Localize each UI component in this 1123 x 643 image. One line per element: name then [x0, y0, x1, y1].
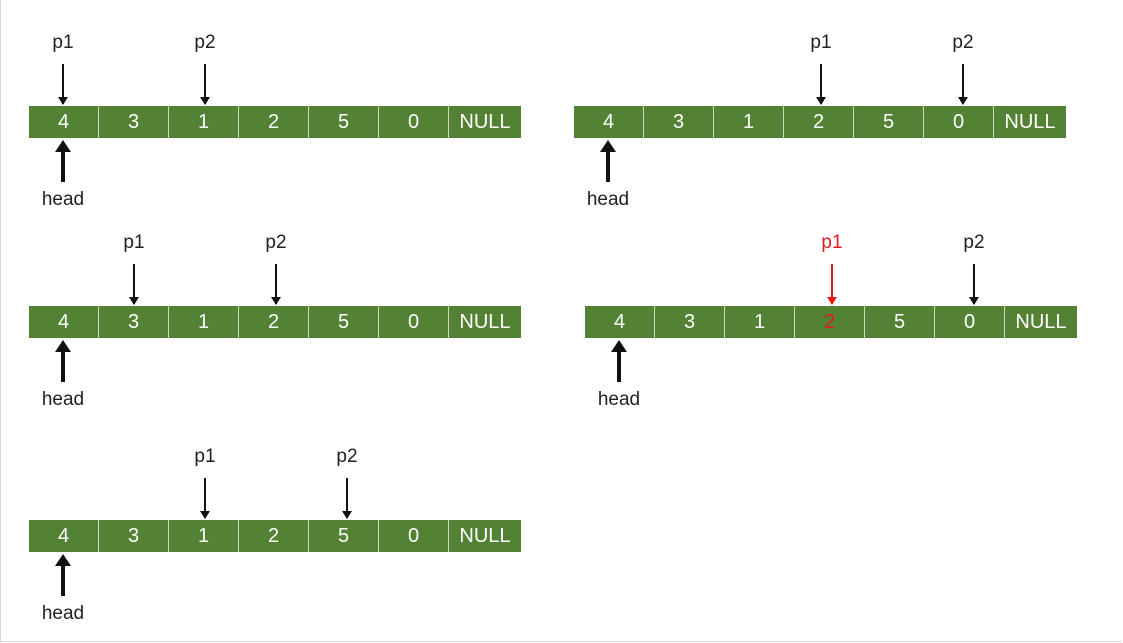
list-node: 0: [379, 106, 449, 138]
list-node: 2: [239, 106, 309, 138]
head-label: head: [597, 389, 641, 410]
null-terminator-node: NULL: [449, 520, 521, 552]
list-node: 2: [795, 306, 865, 338]
p1-pointer-label: p1: [821, 232, 843, 253]
list-node: 1: [169, 106, 239, 138]
p1-pointer-label: p1: [194, 446, 216, 467]
p1-pointer-arrow-icon: [827, 264, 837, 305]
list-node: 3: [99, 106, 169, 138]
p2-pointer-arrow-icon: [958, 64, 968, 105]
p2-pointer-arrow-icon: [271, 264, 281, 305]
list-node: 5: [854, 106, 924, 138]
p1-pointer-label: p1: [52, 32, 74, 53]
list-node: 4: [29, 520, 99, 552]
list-node: 0: [935, 306, 1005, 338]
p2-pointer-arrow-icon: [200, 64, 210, 105]
p2-pointer-label: p2: [194, 32, 216, 53]
list-node: 5: [309, 306, 379, 338]
null-terminator-node: NULL: [449, 106, 521, 138]
list-node: 3: [644, 106, 714, 138]
list-node: 4: [29, 106, 99, 138]
head-label: head: [41, 603, 85, 624]
head-arrow-icon: [55, 554, 71, 596]
list-node: 4: [29, 306, 99, 338]
list-node: 1: [725, 306, 795, 338]
head-label: head: [586, 189, 630, 210]
list-node: 0: [379, 520, 449, 552]
p1-pointer-label: p1: [810, 32, 832, 53]
list-node: 3: [99, 520, 169, 552]
list-node: 0: [924, 106, 994, 138]
p2-pointer-label: p2: [963, 232, 985, 253]
list-node: 2: [784, 106, 854, 138]
head-arrow-icon: [600, 140, 616, 182]
null-terminator-node: NULL: [449, 306, 521, 338]
head-arrow-icon: [55, 340, 71, 382]
p2-pointer-label: p2: [265, 232, 287, 253]
p1-pointer-arrow-icon: [58, 64, 68, 105]
list-node: 1: [714, 106, 784, 138]
p1-pointer-arrow-icon: [129, 264, 139, 305]
head-arrow-icon: [55, 140, 71, 182]
null-terminator-node: NULL: [994, 106, 1066, 138]
head-label: head: [41, 189, 85, 210]
list-node: 2: [239, 520, 309, 552]
p1-pointer-arrow-icon: [200, 478, 210, 519]
list-node: 4: [574, 106, 644, 138]
list-node: 3: [655, 306, 725, 338]
head-label: head: [41, 389, 85, 410]
list-node: 4: [585, 306, 655, 338]
list-node: 1: [169, 520, 239, 552]
null-terminator-node: NULL: [1005, 306, 1077, 338]
p2-pointer-label: p2: [336, 446, 358, 467]
p2-pointer-arrow-icon: [969, 264, 979, 305]
list-node: 2: [239, 306, 309, 338]
p1-pointer-label: p1: [123, 232, 145, 253]
p2-pointer-arrow-icon: [342, 478, 352, 519]
head-arrow-icon: [611, 340, 627, 382]
list-node: 5: [865, 306, 935, 338]
list-node: 0: [379, 306, 449, 338]
list-node: 1: [169, 306, 239, 338]
p1-pointer-arrow-icon: [816, 64, 826, 105]
list-node: 5: [309, 520, 379, 552]
list-node: 5: [309, 106, 379, 138]
list-node: 3: [99, 306, 169, 338]
p2-pointer-label: p2: [952, 32, 974, 53]
